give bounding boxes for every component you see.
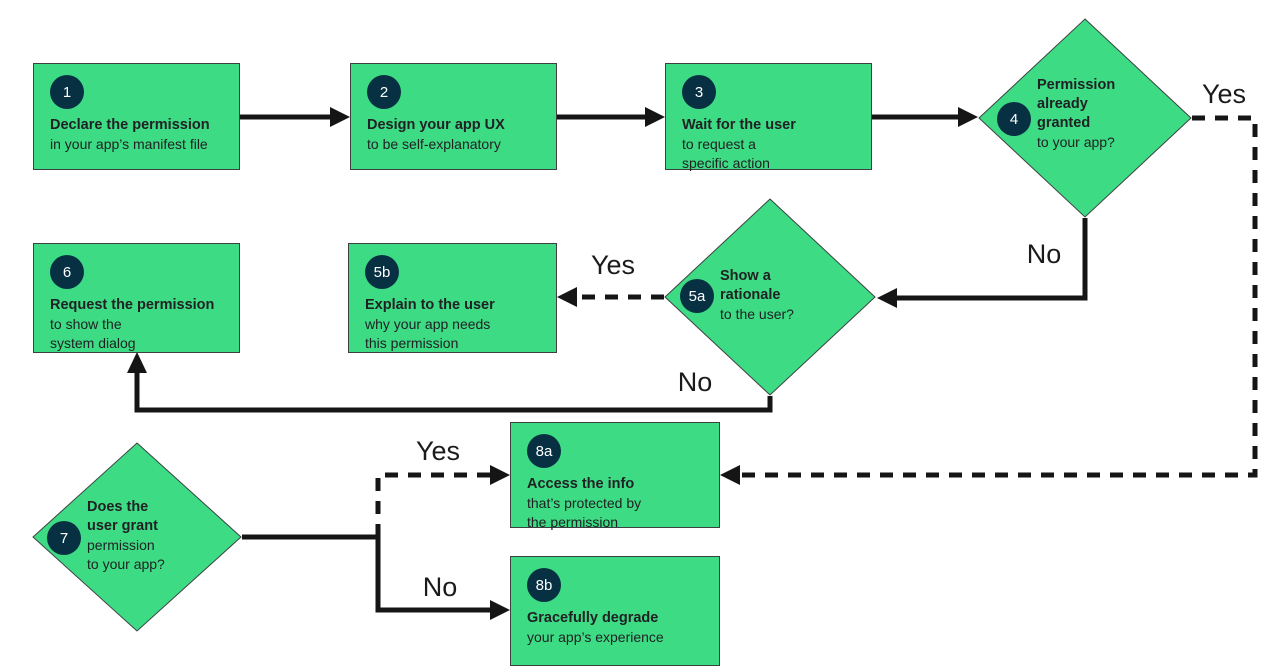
diamond-shape [664, 198, 876, 396]
arrowhead [127, 352, 147, 373]
node-5a-subtitle: to the user? [720, 306, 794, 322]
step-5b-badge: 5b [365, 255, 399, 289]
edge-4-yes-to-8a [740, 115, 1258, 478]
arrowhead [490, 465, 510, 485]
step-1-badge: 1 [50, 75, 84, 109]
node-6-title: Request the permission [50, 297, 215, 313]
node-5a-title: Show a rationale [720, 268, 781, 303]
node-4-title: Permission already granted [1037, 77, 1116, 131]
node-3-subtitle: to request a specific action [682, 136, 770, 171]
node-1-title: Declare the permission [50, 117, 210, 133]
edge-5a-no-to-6 [134, 370, 773, 413]
arrowhead [490, 600, 510, 620]
node-6-subtitle: to show the system dialog [50, 316, 136, 351]
edge-label-no-5a: No [677, 367, 713, 397]
edge-7-branch [242, 534, 493, 613]
step-3-badge: 3 [682, 75, 716, 109]
node-5a-show-rationale: 5a Show a rationale to the user? [664, 198, 876, 396]
arrowhead [330, 107, 350, 127]
edge-label-no-4: No [1026, 239, 1062, 269]
arrowhead [645, 107, 665, 127]
node-8b-gracefully-degrade: 8b Gracefully degrade your app’s experie… [510, 556, 720, 666]
node-2-subtitle: to be self-explanatory [367, 136, 501, 152]
arrowhead [877, 288, 897, 308]
edge-4-no-to-5a [894, 218, 1088, 301]
node-7-title: Does the user grant [87, 499, 158, 534]
node-3-title: Wait for the user [682, 117, 796, 133]
node-5b-explain-to-user: 5b Explain to the user why your app need… [348, 243, 557, 353]
node-3-wait-for-user: 3 Wait for the user to request a specifi… [665, 63, 872, 171]
node-8a-subtitle: that’s protected by the permission [527, 495, 642, 530]
step-8b-badge: 8b [527, 568, 561, 602]
edge-label-yes-5a: Yes [590, 250, 636, 280]
arrowhead [557, 287, 577, 307]
node-5b-subtitle: why your app needs this permission [365, 316, 491, 351]
node-7-does-user-grant: 7 Does the user grant permission to your… [32, 442, 242, 632]
diamond-shape [32, 442, 242, 632]
edge-label-no-7: No [422, 572, 458, 602]
step-2-badge: 2 [367, 75, 401, 109]
step-8a-badge: 8a [527, 434, 561, 468]
node-6-request-permission: 6 Request the permission to show the sys… [33, 243, 240, 353]
edge-label-yes-4: Yes [1201, 79, 1247, 109]
node-1-declare-permission: 1 Declare the permission in your app’s m… [33, 63, 240, 170]
node-8a-access-info: 8a Access the info that’s protected by t… [510, 422, 720, 530]
edge-label-yes-7: Yes [415, 436, 461, 466]
step-4-badge: 4 [997, 102, 1031, 136]
node-2-title: Design your app UX [367, 117, 505, 133]
node-7-subtitle: permission to your app? [87, 537, 165, 572]
node-2-design-ux: 2 Design your app UX to be self-explanat… [350, 63, 557, 170]
node-4-permission-already-granted: 4 Permission already granted to your app… [978, 18, 1192, 218]
node-8b-subtitle: your app’s experience [527, 629, 664, 645]
diamond-shape [978, 18, 1192, 218]
node-4-subtitle: to your app? [1037, 134, 1115, 150]
node-5b-title: Explain to the user [365, 297, 495, 313]
edge-7-yes-to-8a [375, 472, 493, 537]
step-6-badge: 6 [50, 255, 84, 289]
step-5a-badge: 5a [680, 279, 714, 313]
node-8b-title: Gracefully degrade [527, 610, 659, 626]
step-7-badge: 7 [47, 521, 81, 555]
arrowhead [720, 465, 740, 485]
node-8a-title: Access the info [527, 476, 635, 492]
node-1-subtitle: in your app’s manifest file [50, 136, 208, 152]
arrowhead [958, 107, 978, 127]
